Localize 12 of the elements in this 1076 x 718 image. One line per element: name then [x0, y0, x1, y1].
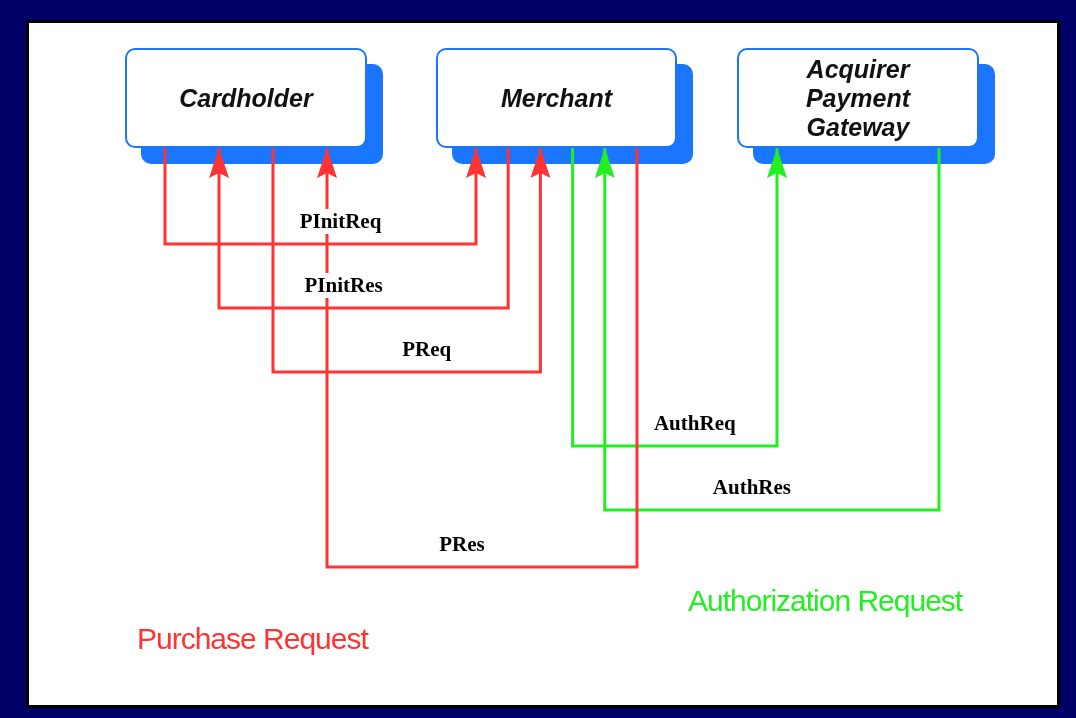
message-arrow: [317, 148, 639, 569]
participant-name: Merchant: [500, 83, 613, 113]
message-label: PInitRes: [301, 273, 386, 298]
participant-name: Cardholder: [179, 83, 313, 113]
phase-caption: Purchase Request: [137, 622, 368, 656]
message-arrow: [594, 148, 941, 512]
message-arrow: [209, 148, 510, 310]
message-arrow: [571, 148, 787, 448]
message-arrow: [163, 148, 486, 246]
message-arrow: [271, 148, 551, 374]
phase-caption: Authorization Request: [688, 584, 963, 618]
participant-name: Acquirer Payment Gateway: [804, 54, 912, 142]
